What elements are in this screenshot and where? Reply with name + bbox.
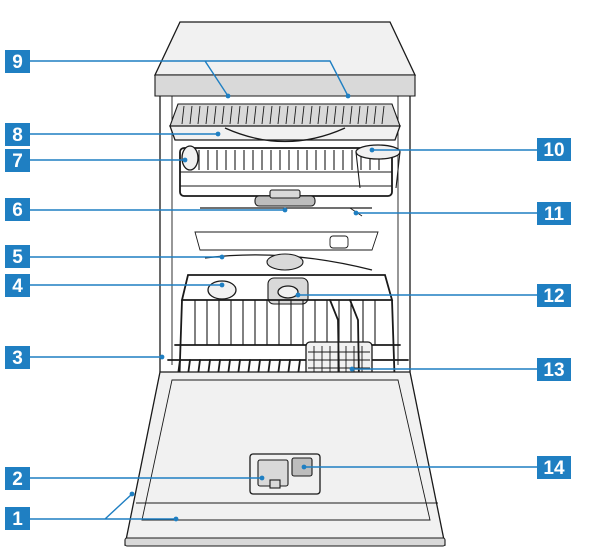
leader-8-dot xyxy=(216,132,221,137)
callout-14: 14 xyxy=(537,456,571,479)
tub-interior xyxy=(195,232,378,250)
leader-9-dot-b xyxy=(346,94,351,99)
leader-11-dot xyxy=(354,211,359,216)
lower-spray-arm-assembly xyxy=(205,254,372,304)
callout-9: 9 xyxy=(5,50,30,73)
leader-3-dot xyxy=(160,355,165,360)
leader-4-dot xyxy=(220,283,225,288)
callout-11-number: 11 xyxy=(544,204,565,225)
callout-11: 11 xyxy=(537,202,571,225)
callout-9-number: 9 xyxy=(12,52,23,73)
callout-4: 4 xyxy=(5,274,30,297)
cutlery-drawer xyxy=(170,104,400,142)
leader-6-dot xyxy=(283,208,288,213)
callout-14-number: 14 xyxy=(543,458,565,479)
callout-2-number: 2 xyxy=(12,469,23,490)
detergent-dispenser xyxy=(250,454,320,494)
callout-10-number: 10 xyxy=(543,140,564,161)
callout-12: 12 xyxy=(537,284,571,307)
callout-3-number: 3 xyxy=(12,348,23,369)
callout-4-number: 4 xyxy=(12,276,23,297)
callout-2: 2 xyxy=(5,467,30,490)
leader-2-dot xyxy=(260,476,265,481)
leader-14-dot xyxy=(302,465,307,470)
callout-8-number: 8 xyxy=(12,125,23,146)
callout-13-number: 13 xyxy=(543,360,564,381)
callout-7-number: 7 xyxy=(12,151,23,172)
leader-12-dot xyxy=(296,293,301,298)
callout-1: 1 xyxy=(5,507,30,530)
leader-1-dot-b xyxy=(174,517,179,522)
callout-8: 8 xyxy=(5,123,30,146)
callout-6-number: 6 xyxy=(12,200,23,221)
worktop xyxy=(155,22,415,75)
callout-6: 6 xyxy=(5,198,30,221)
leader-7-dot xyxy=(183,158,188,163)
upper-basket xyxy=(180,145,400,196)
callout-1-number: 1 xyxy=(12,509,23,530)
leader-9-dot-a xyxy=(226,94,231,99)
callout-3: 3 xyxy=(5,346,30,369)
leader-5-dot xyxy=(220,255,225,260)
leader-13-dot xyxy=(350,367,355,372)
worktop-front xyxy=(155,75,415,96)
leader-1-dot-a xyxy=(130,492,135,497)
callout-10: 10 xyxy=(537,138,571,161)
leader-10-dot xyxy=(370,148,375,153)
callout-13: 13 xyxy=(537,358,571,381)
callout-7: 7 xyxy=(5,149,30,172)
callout-5-number: 5 xyxy=(12,247,23,268)
callout-12-number: 12 xyxy=(543,286,564,307)
callout-5: 5 xyxy=(5,245,30,268)
